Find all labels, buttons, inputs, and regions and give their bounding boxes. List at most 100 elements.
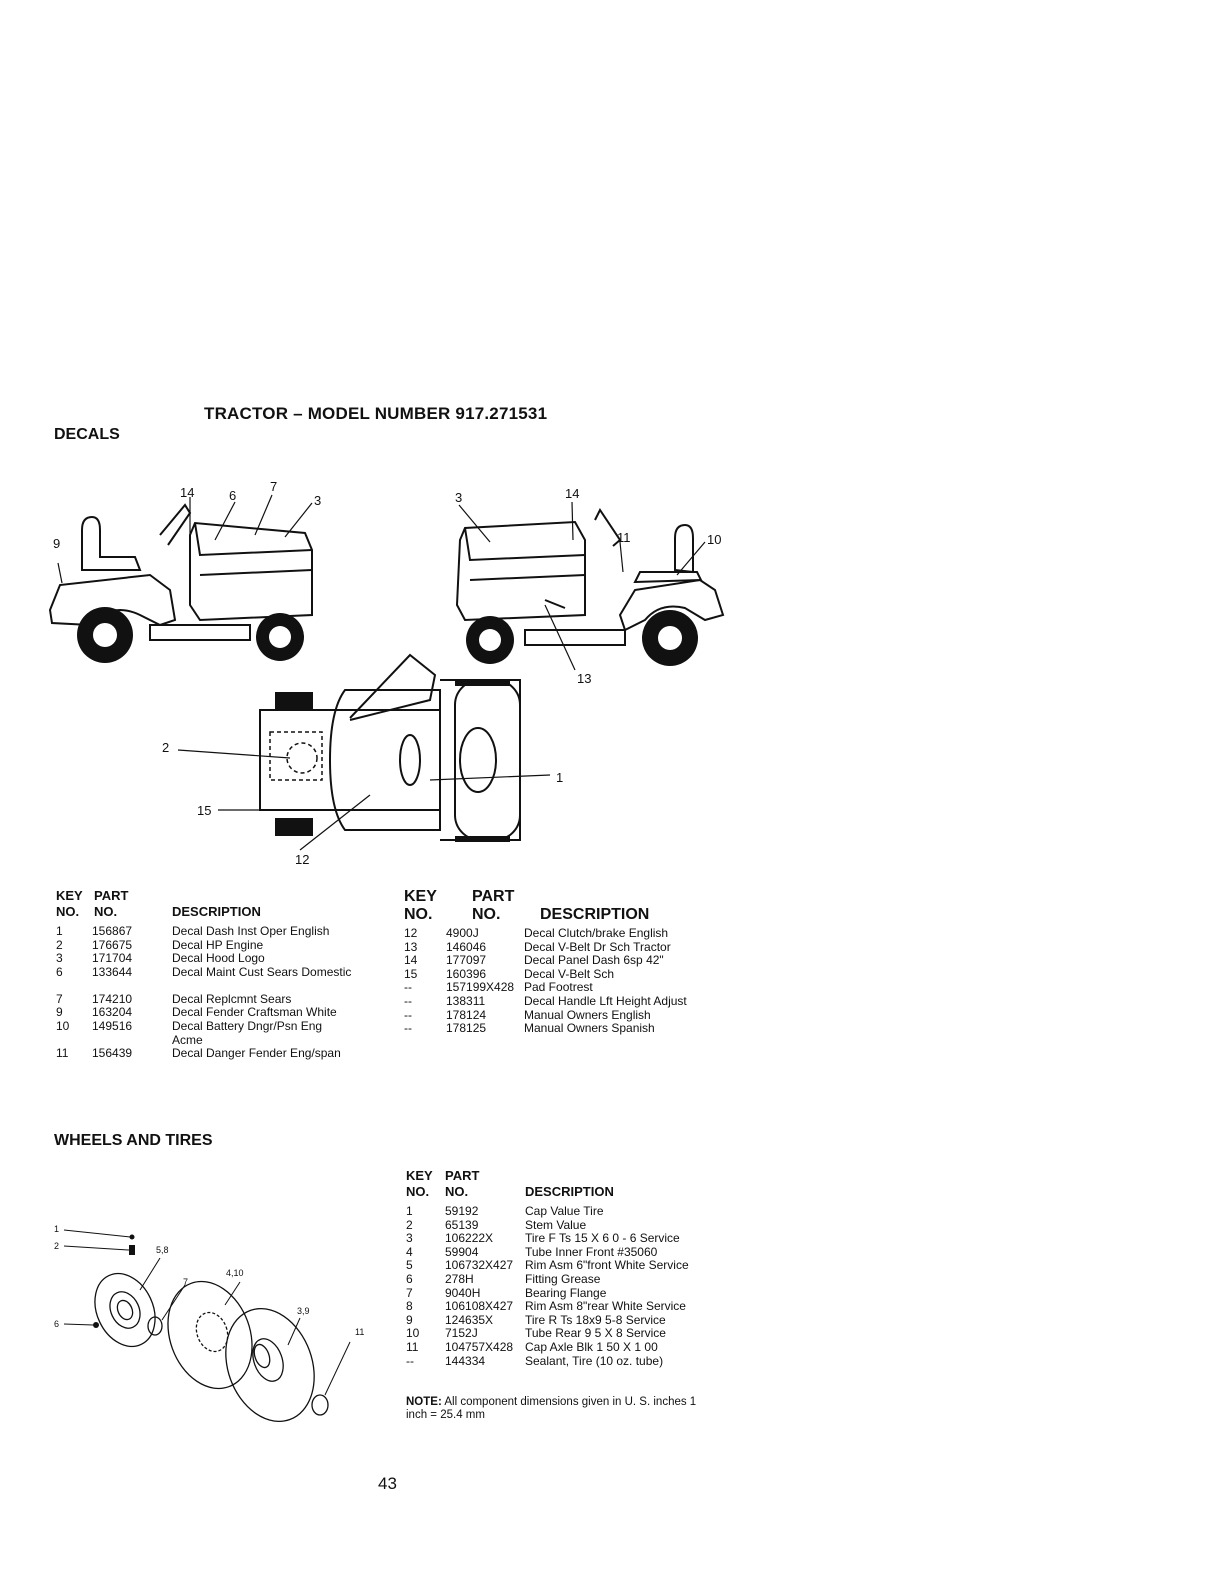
callout-13: 13 <box>577 671 591 686</box>
part-description: Decal Battery Dngr/Psn Eng Acme <box>172 1018 323 1047</box>
part-description: Decal V-Belt Sch <box>524 966 615 981</box>
part-number: 160396 <box>446 966 487 981</box>
key-number: -- <box>404 980 412 995</box>
callout-11: 11 <box>355 1327 364 1337</box>
key-number: 15 <box>404 966 418 981</box>
key-number: 3 <box>406 1231 413 1246</box>
decals-right-table: 12 4900J Decal Clutch/brake English 13 14604… <box>404 926 734 1036</box>
callout-3-9: 3,9 <box>297 1306 310 1316</box>
key-number: 13 <box>404 939 418 954</box>
decals-section-title: DECALS <box>54 426 120 443</box>
key-number: 10 <box>56 1018 70 1033</box>
callout-14: 14 <box>180 485 194 500</box>
part-number: 65139 <box>445 1217 479 1232</box>
part-number: 59192 <box>445 1204 479 1218</box>
part-number: 144334 <box>445 1353 486 1368</box>
part-description: Decal Handle Lft Height Adjust <box>524 993 687 1008</box>
callout-4-10: 4,10 <box>226 1268 244 1278</box>
key-number: 1 <box>56 924 63 938</box>
key-number: 12 <box>404 926 418 940</box>
key-number: -- <box>404 1007 412 1022</box>
part-number: 174210 <box>92 991 133 1006</box>
part-number: 278H <box>445 1271 474 1286</box>
part-description: Decal V-Belt Dr Sch Tractor <box>524 939 671 954</box>
key-number: -- <box>404 1021 412 1036</box>
table-row: 3 106222X Tire F Ts 15 X 6 0 - 6 Service <box>406 1232 726 1246</box>
part-number: 149516 <box>92 1018 133 1033</box>
part-number: 177097 <box>446 953 487 968</box>
callout-7: 7 <box>270 479 277 494</box>
decals-left-part-header-top: PART <box>94 888 129 903</box>
part-number: 156439 <box>92 1045 133 1060</box>
part-number: 146046 <box>446 939 487 954</box>
page-number: 43 <box>378 1474 397 1493</box>
part-number: 104757X428 <box>445 1339 514 1354</box>
callout-3: 3 <box>455 490 462 505</box>
part-description: Manual Owners Spanish <box>524 1021 655 1036</box>
key-number: 2 <box>56 937 63 952</box>
table-row: 12 4900J Decal Clutch/brake English <box>404 926 734 941</box>
part-description: Tube Rear 9 5 X 8 Service <box>525 1326 666 1341</box>
part-description: Rim Asm 6"front White Service <box>525 1258 689 1273</box>
decals-right-part-header: NO. <box>472 906 501 923</box>
part-description: Decal Hood Logo <box>172 951 265 966</box>
part-number: 171704 <box>92 951 133 966</box>
callout-6: 6 <box>54 1319 59 1329</box>
page-title: TRACTOR – MODEL NUMBER 917.271531 <box>204 404 548 423</box>
key-number: 9 <box>406 1312 413 1327</box>
key-number: 6 <box>406 1271 413 1286</box>
decals-left-part-header: NO. <box>94 904 118 919</box>
decals-left-key-header: NO. <box>56 904 80 919</box>
key-number: -- <box>406 1353 414 1368</box>
part-description: Decal Panel Dash 6sp 42" <box>524 953 664 968</box>
part-description: Manual Owners English <box>524 1007 651 1022</box>
part-description: Stem Value <box>525 1217 587 1232</box>
part-description: Decal Replcmnt Sears <box>172 991 292 1006</box>
wheels-description-header: DESCRIPTION <box>525 1184 614 1199</box>
key-number: 11 <box>406 1339 419 1354</box>
part-number: 157199X428 <box>446 980 515 995</box>
key-number: 6 <box>56 964 63 979</box>
part-description: Tube Inner Front #35060 <box>525 1244 658 1259</box>
part-description: Decal Fender Craftsman White <box>172 1005 337 1020</box>
callout-5-8: 5,8 <box>156 1245 169 1255</box>
callout-7: 7 <box>183 1277 188 1287</box>
key-number: 8 <box>406 1299 413 1314</box>
key-number: 1 <box>406 1204 413 1218</box>
part-description: Tire F Ts 15 X 6 0 - 6 Service <box>525 1231 680 1246</box>
key-number: 10 <box>406 1326 420 1341</box>
key-number: 2 <box>406 1217 413 1232</box>
key-number: 11 <box>56 1045 69 1060</box>
part-description: Decal Clutch/brake English <box>524 926 669 940</box>
part-number: 4900J <box>446 926 479 940</box>
decals-left-key-header-top: KEY <box>56 888 83 903</box>
key-number: 4 <box>406 1244 413 1259</box>
part-description: Decal Danger Fender Eng/span <box>172 1045 341 1060</box>
key-number: 7 <box>56 991 63 1006</box>
decals-right-description-header: DESCRIPTION <box>540 906 650 923</box>
part-number: 106732X427 <box>445 1258 514 1273</box>
part-number: 106222X <box>445 1231 494 1246</box>
part-description: Bearing Flange <box>525 1285 607 1300</box>
wheels-part-header-top: PART <box>445 1168 480 1183</box>
tractor-right-view-diagram: 3 14 11 10 13 <box>455 486 725 686</box>
key-number: 7 <box>406 1285 413 1300</box>
wheels-section-title: WHEELS AND TIRES <box>54 1132 213 1149</box>
part-description: Rim Asm 8"rear White Service <box>525 1299 686 1314</box>
part-description: Fitting Grease <box>525 1271 601 1286</box>
part-number: 156867 <box>92 924 133 938</box>
callout-2: 2 <box>54 1241 59 1251</box>
callout-9: 9 <box>53 536 60 551</box>
dimensions-note: NOTE: All component dimensions given in … <box>406 1396 706 1422</box>
